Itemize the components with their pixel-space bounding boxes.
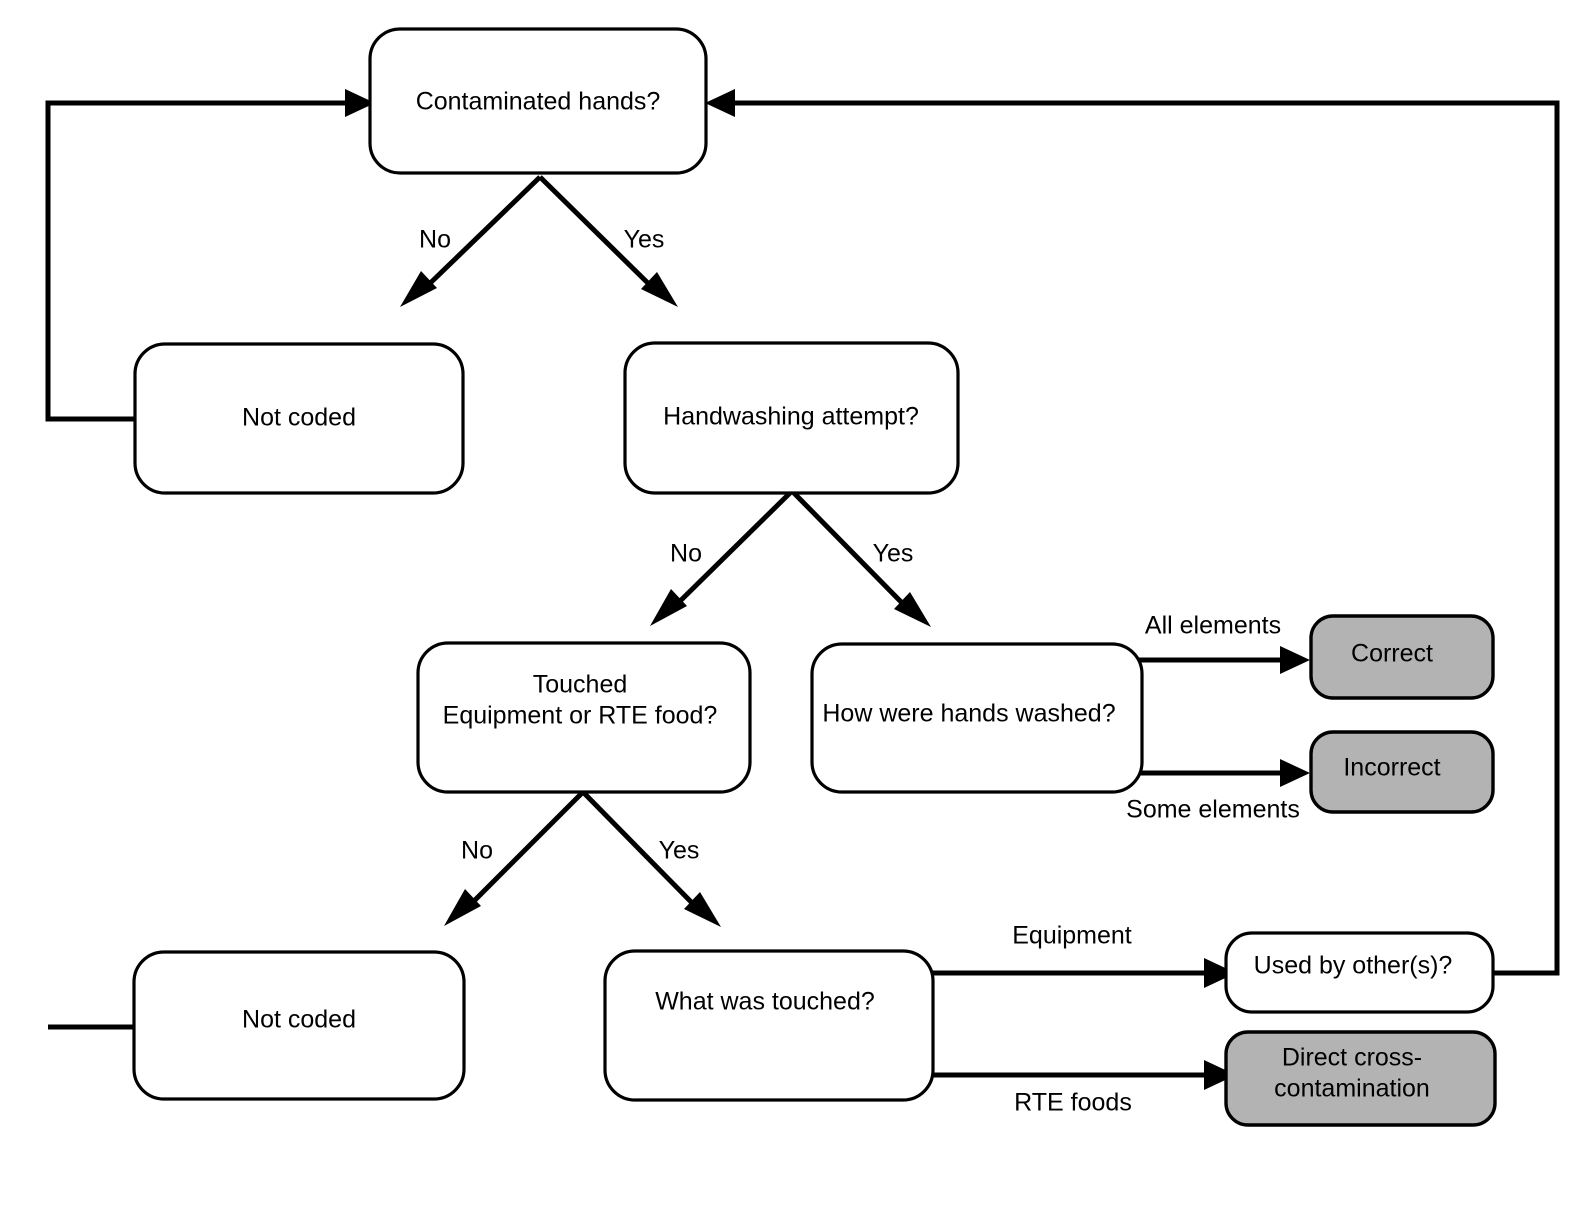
connector-touched-yes	[581, 790, 721, 927]
node-how-were-hands-washed-shape[interactable]	[810, 642, 1144, 794]
node-used-by-others-label: Used by other(s)?	[1254, 952, 1453, 980]
node-not-coded-top-shape[interactable]	[133, 342, 465, 495]
arrowhead-touched-yes	[684, 892, 721, 927]
arrowhead-wash-yes	[894, 592, 931, 627]
node-not-coded-bottom-shape[interactable]	[132, 950, 466, 1101]
connector-some-elements	[1132, 759, 1310, 787]
node-what-was-touched[interactable]: What was touched?	[603, 949, 935, 1102]
node-incorrect-label: Incorrect	[1343, 754, 1440, 782]
node-handwashing-attempt-label: Handwashing attempt?	[663, 403, 919, 431]
connector-touched-no	[444, 790, 585, 926]
edge-label-hands-no: No	[419, 226, 451, 254]
arrowhead-hands-no	[400, 271, 437, 307]
node-how-were-hands-washed[interactable]: How were hands washed?	[810, 642, 1144, 794]
node-incorrect-shape[interactable]	[1309, 730, 1495, 814]
arrowhead-rte-foods	[1204, 1060, 1236, 1090]
node-not-coded-bottom-label: Not coded	[242, 1006, 356, 1034]
node-contaminated-hands-label: Contaminated hands?	[416, 88, 661, 116]
node-touched-equipment-shape[interactable]	[416, 641, 752, 794]
node-touched-equipment-label-line1: Touched	[533, 671, 628, 699]
node-handwashing-attempt[interactable]: Handwashing attempt?	[623, 341, 960, 495]
node-direct-cross-contamination[interactable]: Direct cross- contamination	[1224, 1030, 1497, 1127]
node-touched-equipment[interactable]: Touched Equipment or RTE food?	[416, 641, 752, 794]
edge-label-touched-no: No	[461, 837, 493, 865]
node-touched-equipment-label-line2: Equipment or RTE food?	[443, 702, 718, 730]
edge-label-touched-yes: Yes	[659, 837, 700, 865]
edge-label-rte-foods: RTE foods	[1014, 1089, 1132, 1117]
node-contaminated-hands-shape[interactable]	[368, 27, 708, 175]
edge-label-hands-yes: Yes	[624, 226, 665, 254]
connector-hands-yes	[538, 175, 678, 307]
arrowhead-wash-no	[650, 589, 687, 626]
arrowhead-all-elements	[1280, 646, 1310, 674]
connector-rte-foods	[925, 1060, 1236, 1090]
arrowhead-left-feedback	[345, 89, 375, 117]
node-not-coded-top-label: Not coded	[242, 404, 356, 432]
arrowhead-touched-no	[444, 889, 481, 926]
node-what-was-touched-shape[interactable]	[603, 949, 935, 1102]
node-correct-label: Correct	[1351, 640, 1433, 668]
arrowhead-hands-yes	[641, 272, 678, 307]
edge-label-some-elements: Some elements	[1126, 796, 1300, 824]
edge-label-wash-yes: Yes	[873, 540, 914, 568]
node-not-coded-bottom[interactable]: Not coded	[132, 950, 466, 1101]
connector-right-feedback-loop	[705, 89, 1560, 976]
node-direct-cross-contamination-label-line2: contamination	[1274, 1075, 1430, 1103]
node-not-coded-top[interactable]: Not coded	[133, 342, 465, 495]
node-correct-shape[interactable]	[1309, 614, 1495, 700]
connector-wash-yes	[790, 489, 931, 627]
arrowhead-right-feedback	[705, 89, 735, 117]
node-incorrect[interactable]: Incorrect	[1309, 730, 1495, 814]
connector-all-elements	[1132, 646, 1310, 674]
edge-label-wash-no: No	[670, 540, 702, 568]
node-direct-cross-contamination-shape[interactable]	[1224, 1030, 1497, 1127]
connector-left-feedback-loop	[45, 89, 375, 1030]
node-how-were-hands-washed-label: How were hands washed?	[822, 700, 1115, 728]
node-correct[interactable]: Correct	[1309, 614, 1495, 700]
connector-equipment	[925, 958, 1236, 988]
node-used-by-others[interactable]: Used by other(s)?	[1224, 931, 1495, 1014]
connector-hands-no	[400, 175, 542, 307]
node-handwashing-attempt-shape[interactable]	[623, 341, 960, 495]
arrowhead-equipment	[1204, 958, 1236, 988]
arrowhead-some-elements	[1280, 759, 1310, 787]
edge-label-all-elements: All elements	[1145, 612, 1281, 640]
node-contaminated-hands[interactable]: Contaminated hands?	[368, 27, 708, 175]
node-what-was-touched-label: What was touched?	[655, 988, 875, 1016]
edge-label-equipment: Equipment	[1012, 922, 1132, 950]
node-used-by-others-shape[interactable]	[1224, 931, 1495, 1014]
node-direct-cross-contamination-label-line1: Direct cross-	[1282, 1044, 1422, 1072]
connector-wash-no	[650, 489, 794, 626]
